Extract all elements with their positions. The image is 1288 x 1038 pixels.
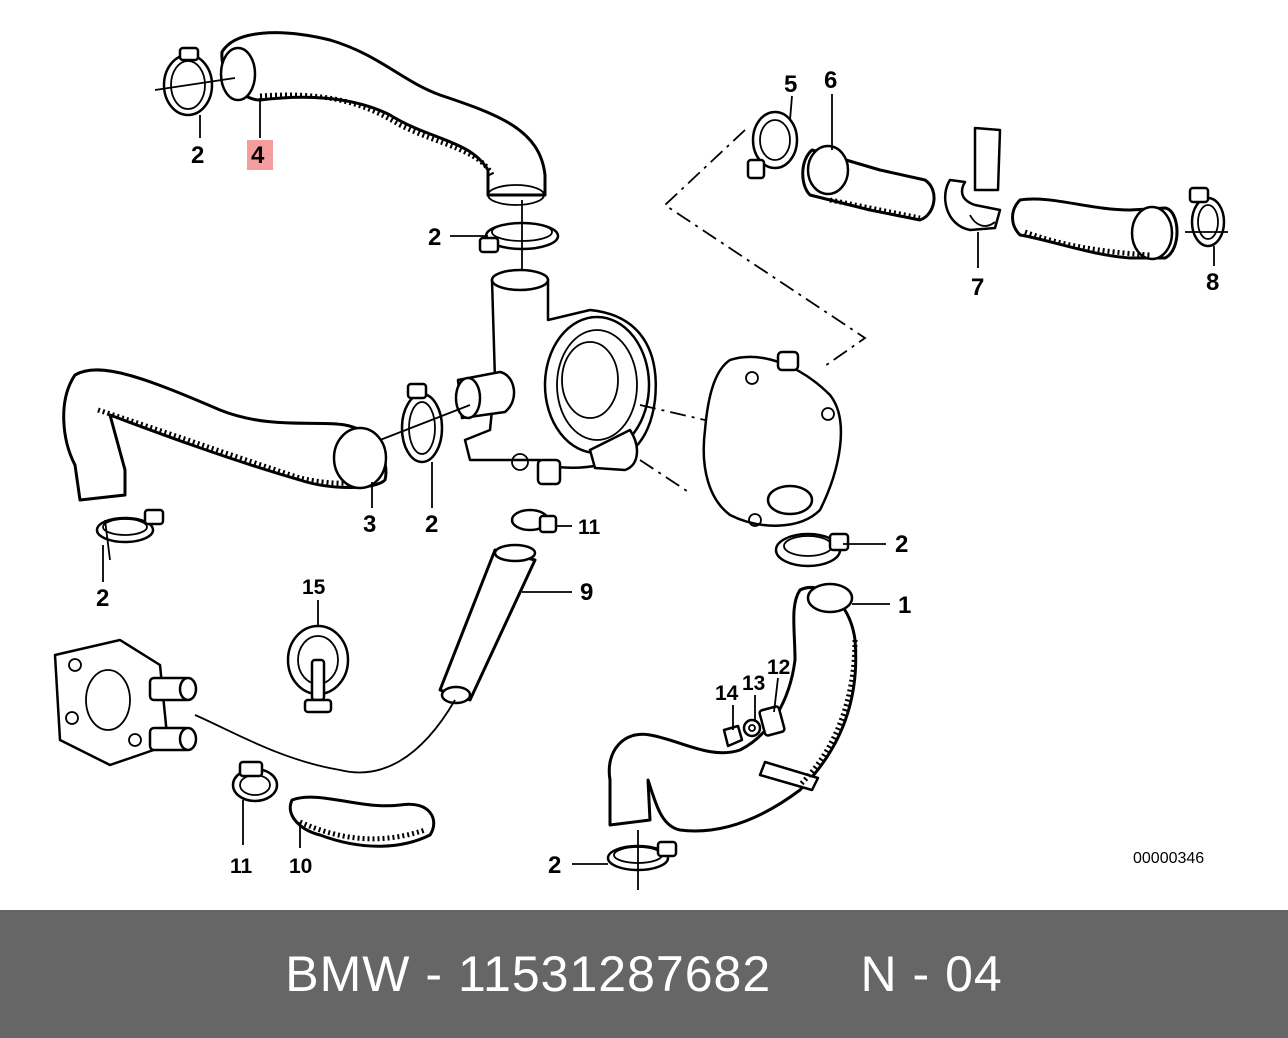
callout-2e: 2 [96,585,109,612]
hose-part-10 [288,795,436,848]
callout-8: 8 [1206,269,1219,296]
callout-14: 14 [715,682,739,705]
hose-part-3 [62,368,388,502]
clamp-part-2-left-lower [95,508,165,561]
hose-part-1 [607,582,858,833]
leader-lines [102,94,1215,865]
footer-separator-1: - [425,946,444,1002]
callout-12: 12 [767,656,790,679]
thermostat-cover [702,350,843,527]
document-number: 00000346 [1133,850,1204,867]
hose-part-6 [801,144,936,222]
callout-4: 4 [251,142,265,169]
part-number: 11531287682 [457,946,772,1002]
assembly-dash-line-2 [639,404,706,494]
callout-9: 9 [580,579,593,606]
assembly-dash-line [663,129,867,367]
footer-gap-5 [930,945,945,1003]
callout-2b: 2 [428,224,441,251]
bracket-part-7 [943,126,1002,232]
brand-label: BMW [285,946,411,1002]
callout-7: 7 [971,274,984,301]
footer-gap-2 [443,945,458,1003]
hose-part-9 [194,543,537,774]
clamp-part-11-lower [231,760,279,845]
flange-plate [53,638,198,767]
parts-diagram: 4 2 2 5 6 7 8 3 2 11 9 2 1 2 15 14 13 12… [53,31,1228,890]
position-number: 04 [945,946,1003,1002]
footer-separator-2: - [912,946,931,1002]
callout-15: 15 [302,576,326,599]
callout-labels: 4 2 2 5 6 7 8 3 2 11 9 2 1 2 15 14 13 12… [96,67,1219,879]
diagram-canvas: 4 2 2 5 6 7 8 3 2 11 9 2 1 2 15 14 13 12… [53,31,1228,890]
callout-6: 6 [824,67,837,94]
callout-13: 13 [742,672,765,695]
clamp-part-8 [1185,186,1228,248]
clamp-part-2-top-left [154,46,236,117]
footer-gap-1 [410,945,425,1003]
callout-5: 5 [784,71,797,98]
hose-part-8-assembly [1011,197,1179,261]
hose-part-4 [219,31,547,206]
part-info-footer: BMW - 11531287682 N - 04 [0,910,1288,1038]
callout-1: 1 [898,592,911,619]
callout-2d: 2 [895,531,908,558]
callout-2f: 2 [548,852,561,879]
footer-gap-3 [771,945,860,1003]
callout-11b: 11 [230,855,253,878]
sensor-part-15 [286,624,350,714]
callout-2c: 2 [425,511,438,538]
callout-11a: 11 [578,516,601,539]
footer-gap-4 [898,945,913,1003]
callout-2a: 2 [191,142,204,169]
clamp-part-2-upper-center [478,200,560,270]
callout-3: 3 [363,511,376,538]
fasteners-parts-12-13-14 [722,677,786,748]
clamp-part-11-upper [510,508,558,534]
clamp-part-2-center-left [379,382,471,464]
clamp-part-2-right [774,532,850,568]
thermostat-housing [454,268,657,486]
highlight-box [247,140,273,170]
position-prefix: N [860,946,898,1002]
clamp-part-2-bottom [606,830,678,890]
clamp-part-5 [746,110,799,180]
callout-10: 10 [289,855,312,878]
